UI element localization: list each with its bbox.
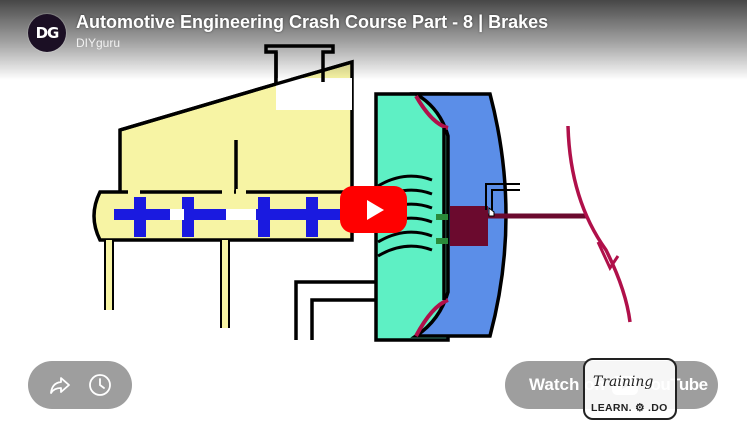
brake-line-rear (220, 240, 230, 328)
action-controls (28, 361, 132, 409)
video-title[interactable]: Automotive Engineering Crash Course Part… (76, 12, 549, 32)
play-button[interactable] (340, 186, 407, 233)
channel-avatar-text: DG (35, 24, 60, 42)
cursor-hand-icon (488, 206, 495, 217)
watermark-badge: Training LEARN. ⚙ .DO (583, 358, 677, 420)
share-arrow-icon[interactable] (47, 372, 73, 398)
vacuum-port (294, 280, 376, 340)
diaphragm-top (414, 95, 449, 130)
channel-name[interactable]: DIYguru (76, 36, 121, 50)
brake-pedal (566, 125, 632, 323)
diaphragm-bottom (414, 298, 449, 337)
watermark-tagline: LEARN. ⚙ .DO (591, 402, 668, 414)
brake-line-front (104, 240, 114, 310)
valve-body (450, 206, 488, 246)
reservoir-air-space (276, 78, 352, 110)
watermark-script: Training (593, 374, 654, 390)
channel-avatar[interactable]: DG (28, 14, 66, 52)
clock-icon[interactable] (87, 372, 113, 398)
title-overlay (0, 0, 747, 80)
play-icon (367, 199, 384, 220)
air-inlet (485, 183, 520, 210)
